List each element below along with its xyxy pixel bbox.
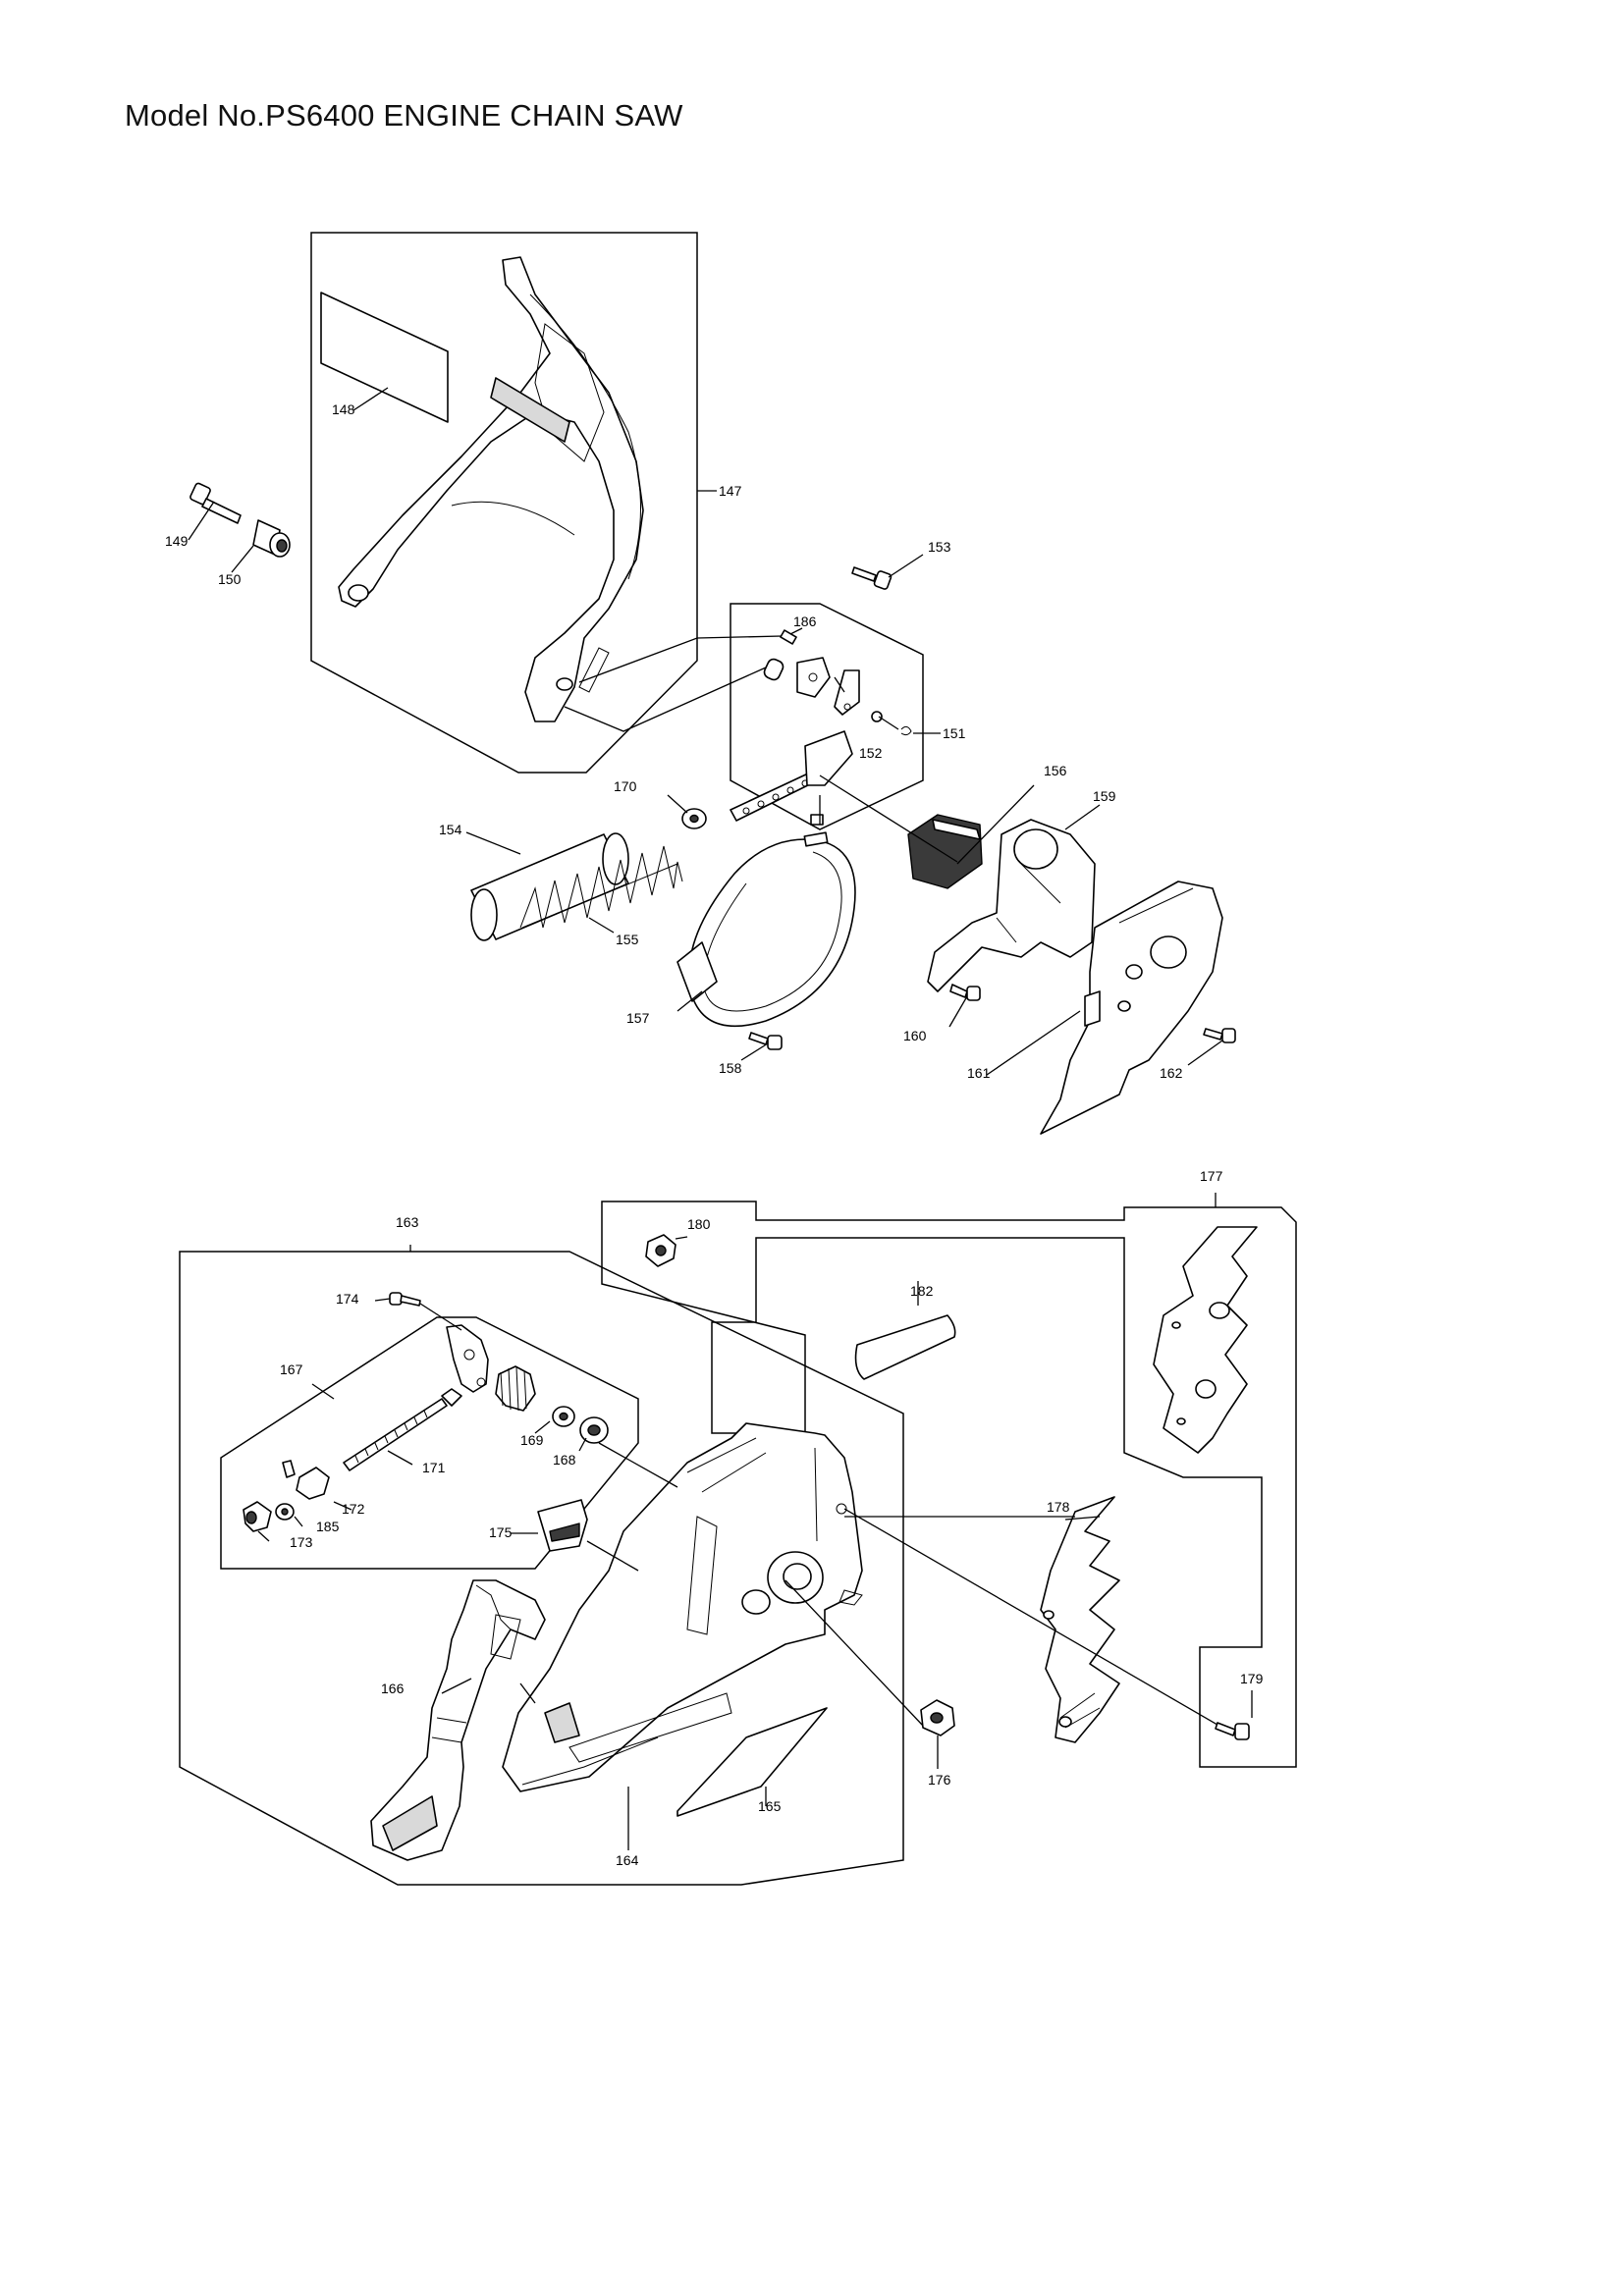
- callout-166: 166: [381, 1681, 405, 1696]
- sprocket-cover-164-part: [502, 1422, 863, 1792]
- side-plate-161-part: [1040, 881, 1223, 1135]
- callout-177: 177: [1200, 1168, 1223, 1184]
- frame-sprocket-cover-assembly: [179, 1251, 904, 1886]
- page-title: Model No.PS6400 ENGINE CHAIN SAW: [125, 98, 683, 133]
- cover-159-part: [927, 819, 1096, 992]
- callout-169: 169: [520, 1432, 544, 1448]
- callout-173: 173: [290, 1534, 313, 1550]
- bar-guide-166-part: [370, 1579, 546, 1861]
- callout-158: 158: [719, 1060, 742, 1076]
- callout-151: 151: [943, 725, 966, 741]
- screw-153-part: [851, 566, 893, 590]
- screw-160-part: [949, 984, 981, 1001]
- callout-179: 179: [1240, 1671, 1264, 1686]
- callout-185: 185: [316, 1519, 340, 1534]
- callout-147: 147: [719, 483, 742, 499]
- callout-167: 167: [280, 1362, 303, 1377]
- callout-180: 180: [687, 1216, 711, 1232]
- callout-155: 155: [616, 932, 639, 947]
- spike-bumper-177-part: [1153, 1226, 1258, 1454]
- adjuster-bracket-part: [446, 1324, 489, 1393]
- callout-159: 159: [1093, 788, 1116, 804]
- bolt-149-part: [189, 482, 242, 524]
- leader-lines-bottom: [257, 1193, 1253, 1850]
- decal-165-part: [676, 1707, 828, 1817]
- pin-173-part: [243, 1501, 272, 1532]
- callout-149: 149: [165, 533, 189, 549]
- callout-161: 161: [967, 1065, 991, 1081]
- frame-chain-brake-assembly: [310, 232, 698, 774]
- screw-158-part: [748, 1032, 783, 1050]
- nut-180-part: [645, 1234, 676, 1267]
- callout-148: 148: [332, 401, 355, 417]
- callout-168: 168: [553, 1452, 576, 1468]
- screw-174-part: [389, 1292, 421, 1307]
- leader-lines-top: [188, 387, 1223, 1076]
- bushing-168-part: [579, 1416, 609, 1444]
- guide-175-part: [537, 1499, 588, 1552]
- callout-163: 163: [396, 1214, 419, 1230]
- linkage-parts: [730, 629, 912, 826]
- callout-156: 156: [1044, 763, 1067, 778]
- callout-164: 164: [616, 1852, 639, 1868]
- spike-bumper-178-part: [1040, 1496, 1120, 1743]
- adjuster-gear-part: [495, 1365, 536, 1412]
- callout-157: 157: [626, 1010, 650, 1026]
- nut-176-part: [920, 1699, 955, 1736]
- callout-162: 162: [1160, 1065, 1183, 1081]
- screw-179-part: [1215, 1722, 1250, 1740]
- washer-170-part: [681, 808, 707, 829]
- callout-186: 186: [793, 614, 817, 629]
- callout-160: 160: [903, 1028, 927, 1043]
- brake-band-157-part: [676, 831, 856, 1028]
- callout-152: 152: [859, 745, 883, 761]
- callout-170: 170: [614, 778, 637, 794]
- callout-178: 178: [1047, 1499, 1070, 1515]
- screw-162-part: [1203, 1028, 1236, 1043]
- callout-150: 150: [218, 571, 242, 587]
- callout-153: 153: [928, 539, 951, 555]
- callout-154: 154: [439, 822, 462, 837]
- callout-165: 165: [758, 1798, 782, 1814]
- frame-brake-linkage: [730, 603, 924, 830]
- callout-175: 175: [489, 1524, 513, 1540]
- adjuster-screw-171-part: [343, 1388, 462, 1471]
- filter-156-part: [907, 814, 983, 889]
- washer-169-part: [552, 1406, 575, 1427]
- frame-chain-adjuster: [220, 1316, 639, 1570]
- decal-182-part: [854, 1314, 956, 1380]
- nut-172-part: [282, 1460, 330, 1500]
- washer-185-part: [275, 1503, 295, 1521]
- callout-182: 182: [910, 1283, 934, 1299]
- callout-176: 176: [928, 1772, 951, 1788]
- callout-172: 172: [342, 1501, 365, 1517]
- callout-174: 174: [336, 1291, 359, 1307]
- tube-154-part: [470, 832, 629, 941]
- callout-171: 171: [422, 1460, 446, 1475]
- spring-155-part: [519, 845, 683, 929]
- callout-labels: 147 148 149 150 151 152 153 154 155 156 …: [165, 401, 1264, 1868]
- decal-148-part: [320, 292, 449, 423]
- hand-guard-part: [338, 256, 644, 722]
- collar-150-part: [252, 519, 291, 558]
